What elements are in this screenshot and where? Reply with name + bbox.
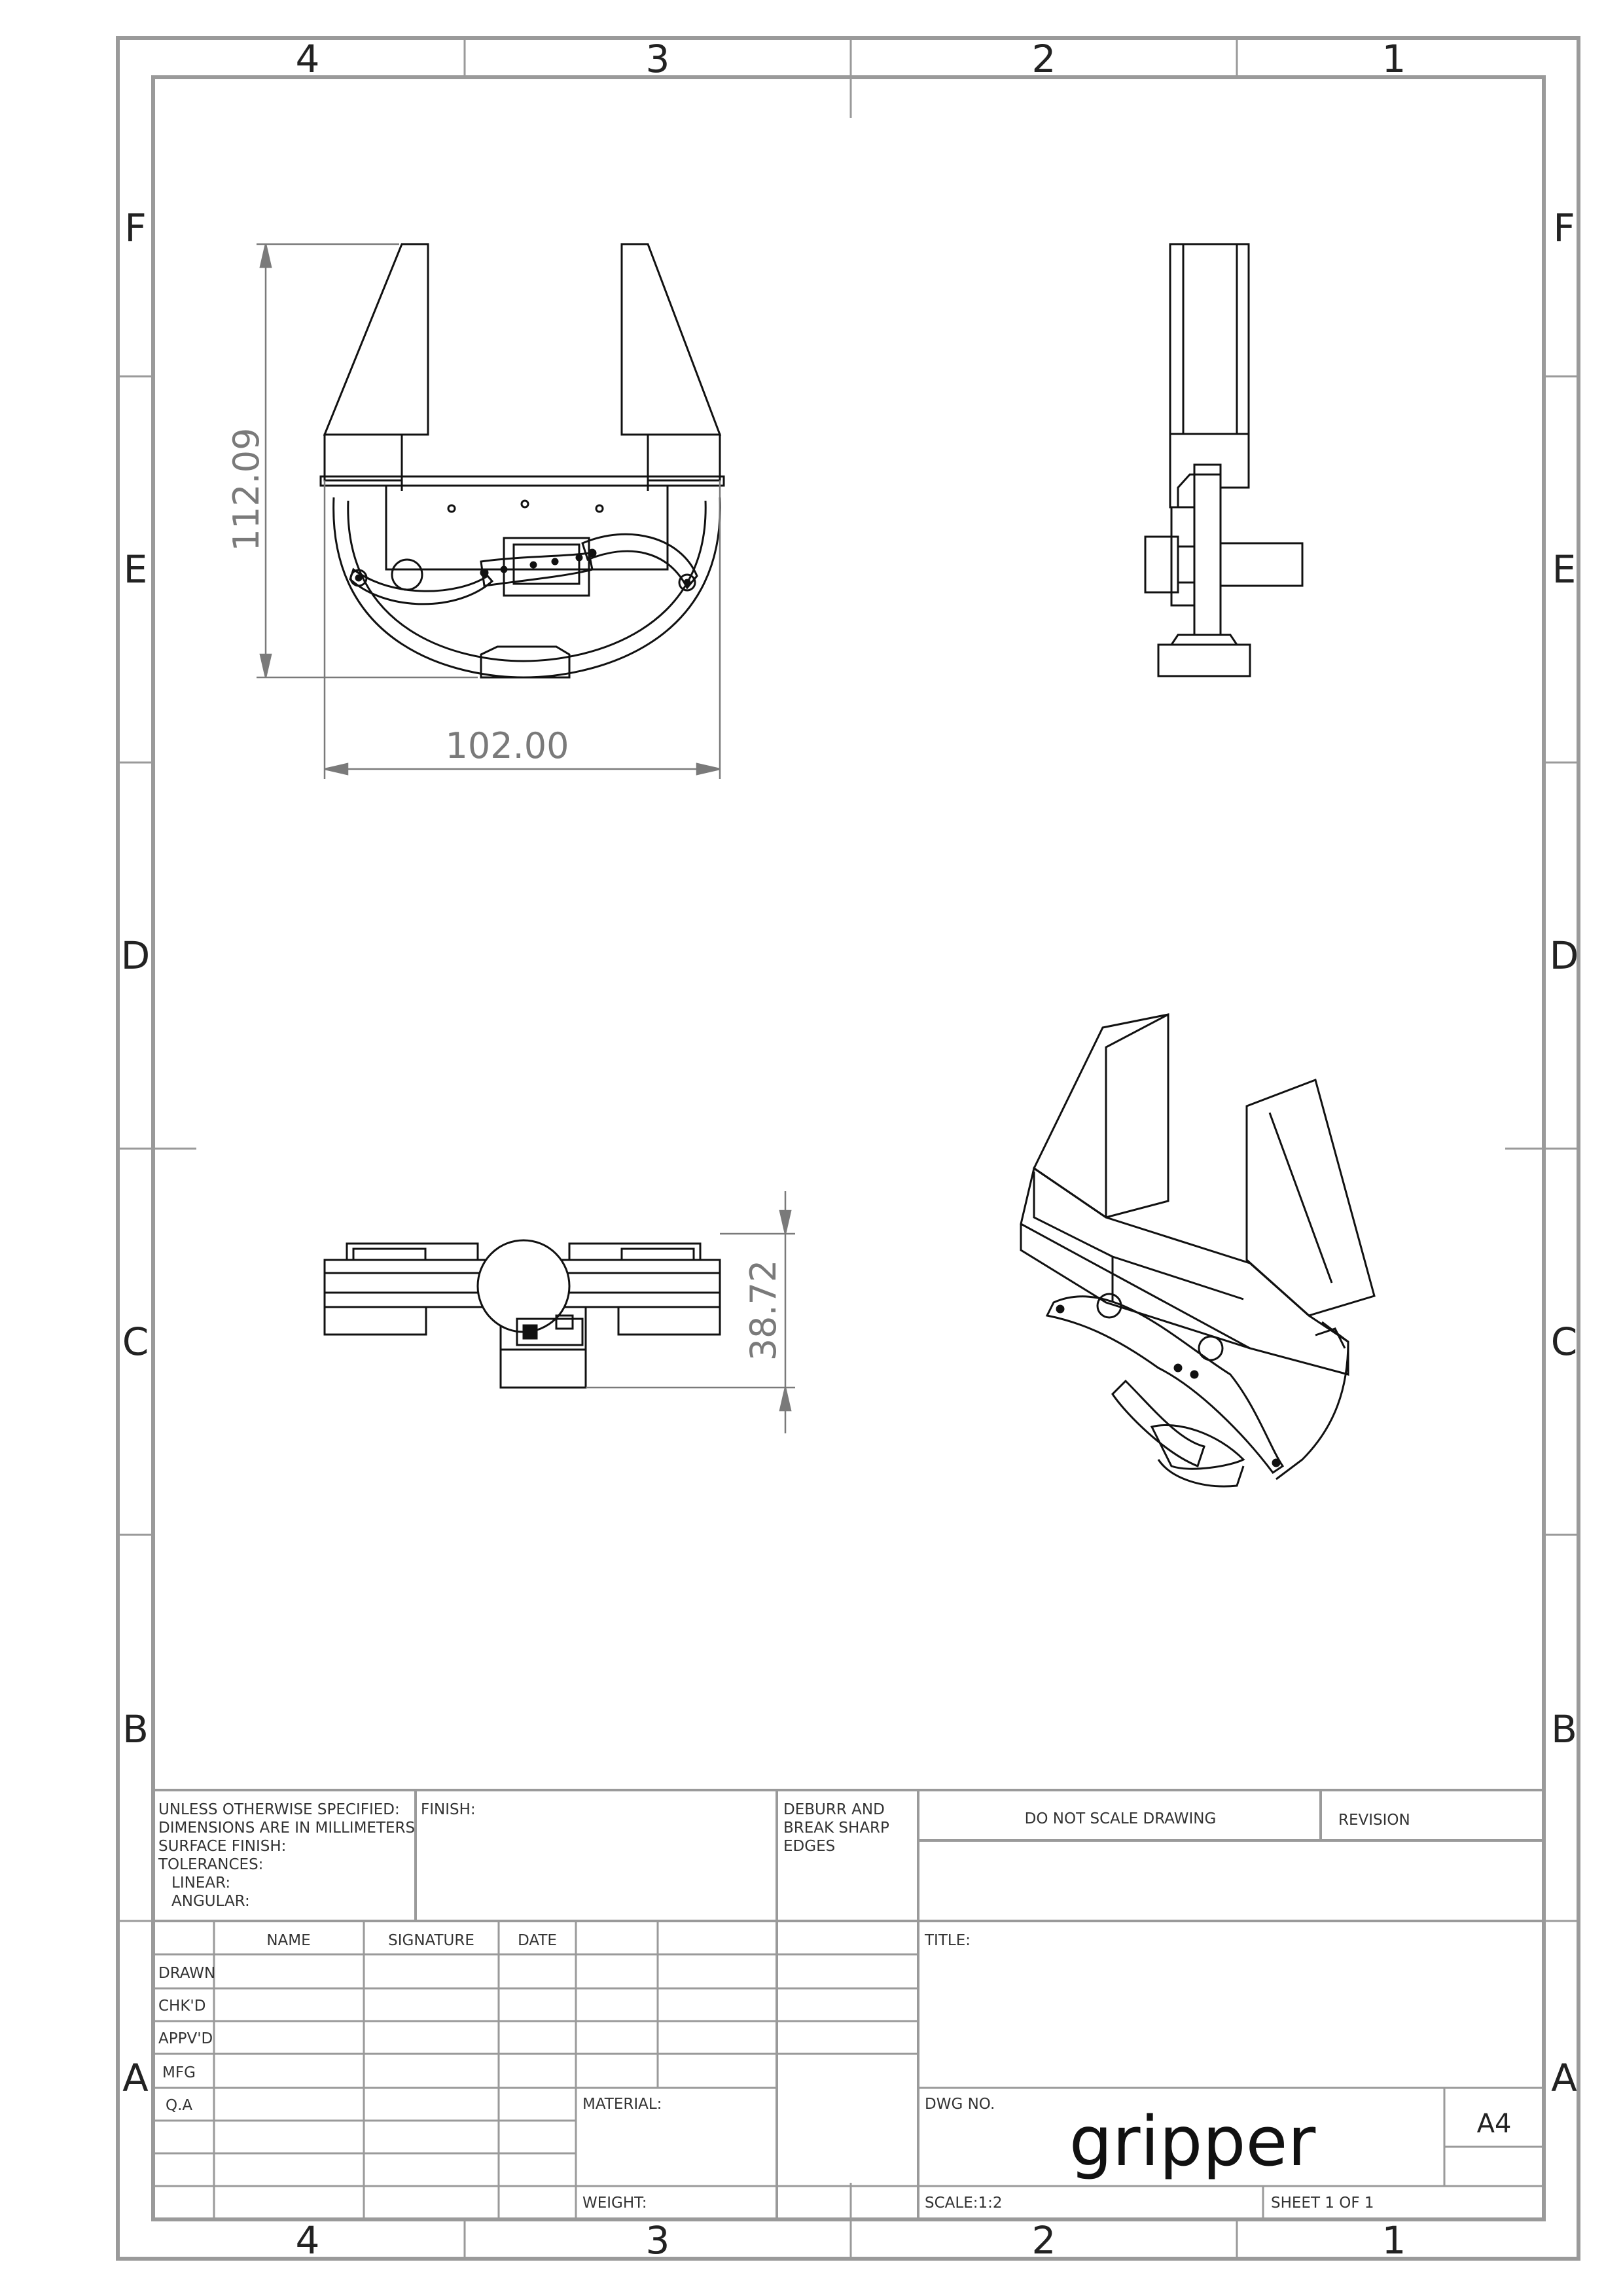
title-block xyxy=(153,1789,1544,2219)
top-view xyxy=(323,1239,721,1389)
zone-right-A: A xyxy=(1551,2056,1577,2100)
col-date-header: DATE xyxy=(518,1932,557,1949)
zone-left-E: E xyxy=(124,547,148,592)
zone-left-C: C xyxy=(122,1319,149,1364)
zone-top-3: 3 xyxy=(646,37,670,81)
zone-bottom-2: 2 xyxy=(1032,2218,1056,2263)
dim-front-width: 102.00 xyxy=(446,725,569,766)
scale-label: SCALE:1:2 xyxy=(925,2195,1003,2212)
zone-right-E: E xyxy=(1552,547,1577,592)
zone-top-2: 2 xyxy=(1032,37,1056,81)
zone-left-D: D xyxy=(121,933,151,978)
zone-right-B: B xyxy=(1551,1707,1577,1751)
zone-left-A: A xyxy=(122,2056,149,2100)
row-checked: CHK'D xyxy=(158,1998,205,2015)
revision-label: REVISION xyxy=(1338,1812,1410,1829)
zone-left-F: F xyxy=(124,206,146,250)
col-signature-header: SIGNATURE xyxy=(388,1932,474,1949)
front-view xyxy=(319,243,725,679)
sheet-of-label: SHEET 1 OF 1 xyxy=(1271,2195,1374,2212)
zone-bottom-4: 4 xyxy=(296,2218,320,2263)
drawing-frame xyxy=(116,36,1580,2261)
note-tolerances: TOLERANCES: xyxy=(158,1856,263,1873)
row-mfg: MFG xyxy=(162,2064,196,2081)
row-drawn: DRAWN xyxy=(158,1965,215,1982)
title-block-text: UNLESS OTHERWISE SPECIFIED: DIMENSIONS A… xyxy=(158,1801,1410,2212)
sheet-size: A4 xyxy=(1477,2109,1512,2139)
deburr-line-2: BREAK SHARP xyxy=(783,1820,889,1837)
weight-label: WEIGHT: xyxy=(582,2195,647,2212)
zone-right-F: F xyxy=(1553,206,1575,250)
note-unless-specified: UNLESS OTHERWISE SPECIFIED: xyxy=(158,1801,400,1818)
zone-right-D: D xyxy=(1550,933,1579,978)
finish-label: FINISH: xyxy=(421,1801,476,1818)
zone-top-4: 4 xyxy=(296,37,320,81)
title-label: TITLE: xyxy=(924,1932,971,1949)
zone-bottom-1: 1 xyxy=(1382,2218,1406,2263)
note-dimensions-mm: DIMENSIONS ARE IN MILLIMETERS xyxy=(158,1820,415,1837)
zone-right-C: C xyxy=(1551,1319,1578,1364)
deburr-line-3: EDGES xyxy=(783,1838,835,1855)
top-dimensions xyxy=(586,1191,795,1433)
zone-left-B: B xyxy=(122,1707,149,1751)
row-qa: Q.A xyxy=(166,2097,192,2114)
note-linear: LINEAR: xyxy=(171,1874,230,1892)
row-approved: APPV'D xyxy=(158,2030,213,2047)
do-not-scale-label: DO NOT SCALE DRAWING xyxy=(1025,1810,1217,1827)
deburr-line-1: DEBURR AND xyxy=(783,1801,885,1818)
zone-top-1: 1 xyxy=(1382,37,1406,81)
dwg-no-label: DWG NO. xyxy=(925,2096,995,2113)
dim-front-height: 112.09 xyxy=(226,428,267,552)
material-label: MATERIAL: xyxy=(582,2096,662,2113)
drawing-number: gripper xyxy=(1069,2102,1316,2181)
zone-labels: 4 3 2 1 4 3 2 1 F E D C B A F E D C B A xyxy=(121,37,1579,2263)
dim-top-depth: 38.72 xyxy=(743,1260,784,1361)
zone-bottom-3: 3 xyxy=(646,2218,670,2263)
note-surface-finish: SURFACE FINISH: xyxy=(158,1838,286,1855)
front-dimensions xyxy=(257,243,721,779)
isometric-view xyxy=(1020,1013,1376,1488)
note-angular: ANGULAR: xyxy=(171,1893,250,1910)
col-name-header: NAME xyxy=(266,1932,310,1949)
side-view xyxy=(1144,243,1304,677)
